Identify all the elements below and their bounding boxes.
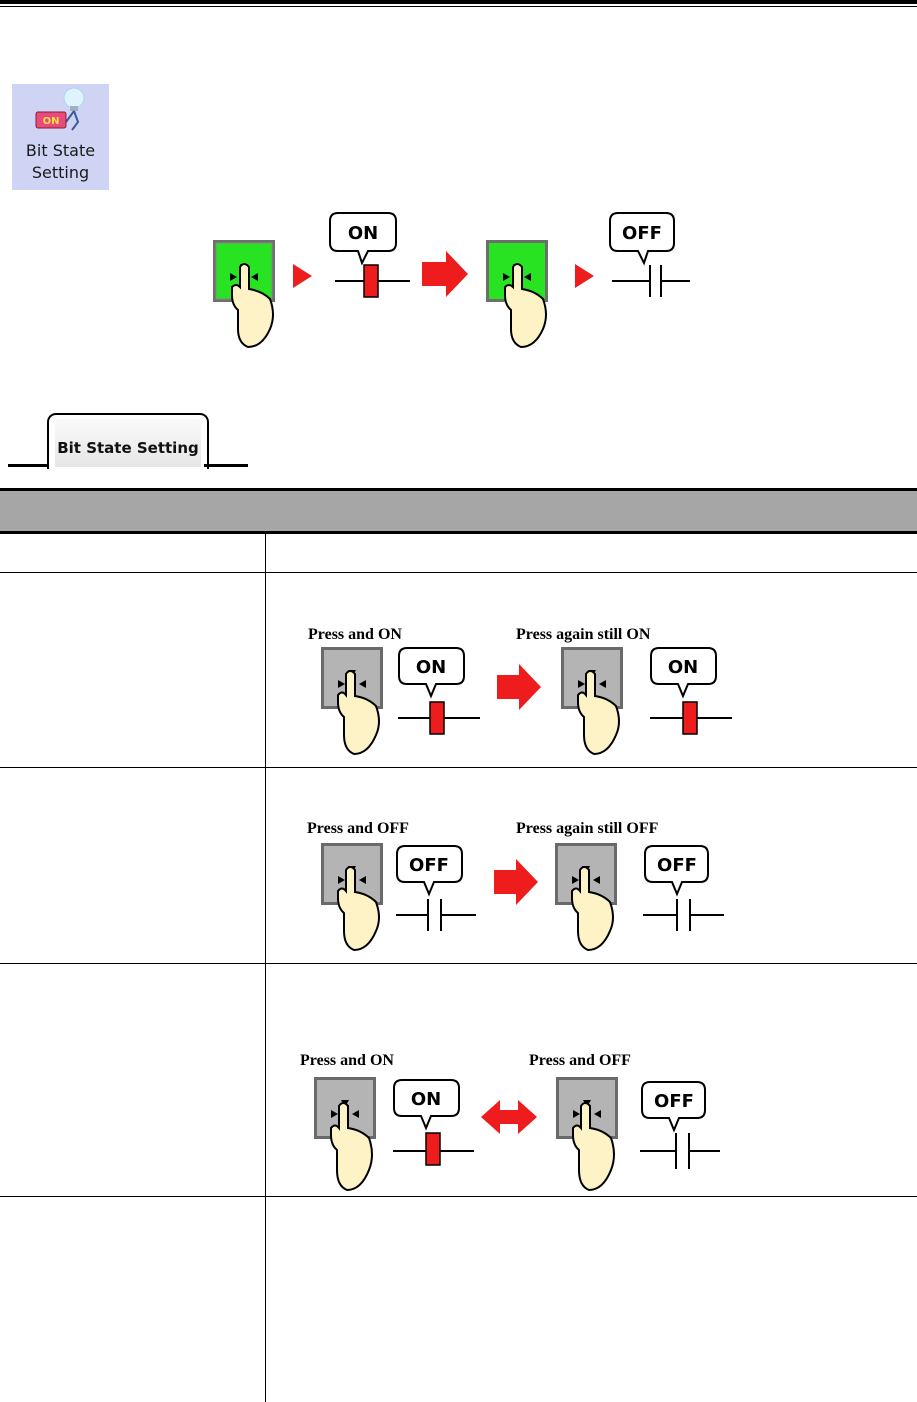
table-row-divider [0, 572, 917, 573]
row2-caption-left: Press and OFF [307, 820, 409, 837]
speech-bubble-off: OFF [609, 212, 675, 266]
bit-state-setting-tab[interactable]: Bit State Setting [47, 413, 209, 469]
contact-on [650, 701, 732, 735]
red-arrow-right-icon [422, 251, 468, 297]
row1-caption-left: Press and ON [308, 626, 402, 643]
speech-bubble: OFF [396, 845, 463, 897]
row3-bubble-left-text: ON [411, 1089, 441, 1110]
hand-pointer-icon [572, 1102, 615, 1192]
contact-off [612, 265, 690, 297]
red-triangle-icon [293, 264, 312, 288]
speech-bubble: OFF [644, 845, 709, 897]
speech-bubble: ON [650, 647, 717, 699]
row1-bubble-right-text: ON [668, 657, 698, 678]
speech-bubble: ON [393, 1079, 460, 1131]
hand-pointer-icon [330, 1102, 373, 1192]
speech-bubble: ON [398, 647, 465, 699]
table-column-divider [265, 531, 266, 1402]
red-double-arrow-icon [481, 1100, 537, 1134]
contact-off [640, 1133, 720, 1169]
contact-off [643, 899, 724, 931]
row1-caption-right: Press again still ON [516, 626, 651, 643]
bubble-off-text: OFF [622, 223, 662, 244]
row3-diagram: ON OFF [314, 1077, 720, 1192]
row2-caption-right: Press again still OFF [516, 820, 659, 837]
hand-pointer-icon [577, 670, 620, 756]
bit-state-setting-icon: ON [35, 87, 85, 131]
tab-baseline-left [8, 464, 49, 467]
table-header [0, 488, 917, 534]
hand-pointer-icon [231, 263, 274, 349]
header-rule-thin [0, 6, 917, 7]
contact-off [396, 899, 476, 931]
hand-pointer-icon [337, 670, 380, 756]
table-row-divider [0, 963, 917, 964]
red-arrow-right-icon [497, 664, 541, 710]
header-rule-thick [0, 0, 917, 4]
hand-pointer-icon [337, 866, 380, 952]
row3-bubble-right-text: OFF [654, 1091, 694, 1112]
speech-bubble: OFF [641, 1081, 706, 1133]
red-triangle-icon [575, 264, 594, 288]
row2-bubble-left-text: OFF [409, 855, 449, 876]
row3-caption-right: Press and OFF [529, 1052, 631, 1069]
table-row-divider [0, 767, 917, 768]
top-diagram: ON OFF [213, 212, 690, 349]
table-row-divider [0, 1196, 917, 1197]
tab-label: Bit State Setting [57, 439, 199, 457]
row2-bubble-right-text: OFF [657, 855, 697, 876]
row1-diagram: ON ON [321, 647, 732, 756]
hand-pointer-icon [504, 263, 547, 349]
tool-button-label-line2: Setting [31, 163, 90, 182]
red-arrow-right-icon [494, 859, 538, 905]
contact-on [393, 1132, 474, 1166]
tool-button-label-line1: Bit State [25, 141, 96, 160]
icon-badge-text: ON [43, 116, 60, 127]
row3-caption-left: Press and ON [300, 1052, 394, 1069]
bubble-on-text: ON [348, 223, 378, 244]
tool-button-label: Bit State Setting [12, 140, 109, 184]
contact-on [398, 701, 480, 735]
bit-state-setting-tool-button[interactable]: ON Bit State Setting [12, 84, 109, 190]
row1-bubble-left-text: ON [416, 657, 446, 678]
row2-diagram: OFF OFF [321, 843, 724, 952]
tab-baseline-right [204, 464, 248, 467]
speech-bubble-on: ON [329, 212, 397, 266]
gray-button [561, 647, 623, 709]
hand-pointer-icon [571, 866, 614, 952]
contact-on [335, 264, 410, 298]
